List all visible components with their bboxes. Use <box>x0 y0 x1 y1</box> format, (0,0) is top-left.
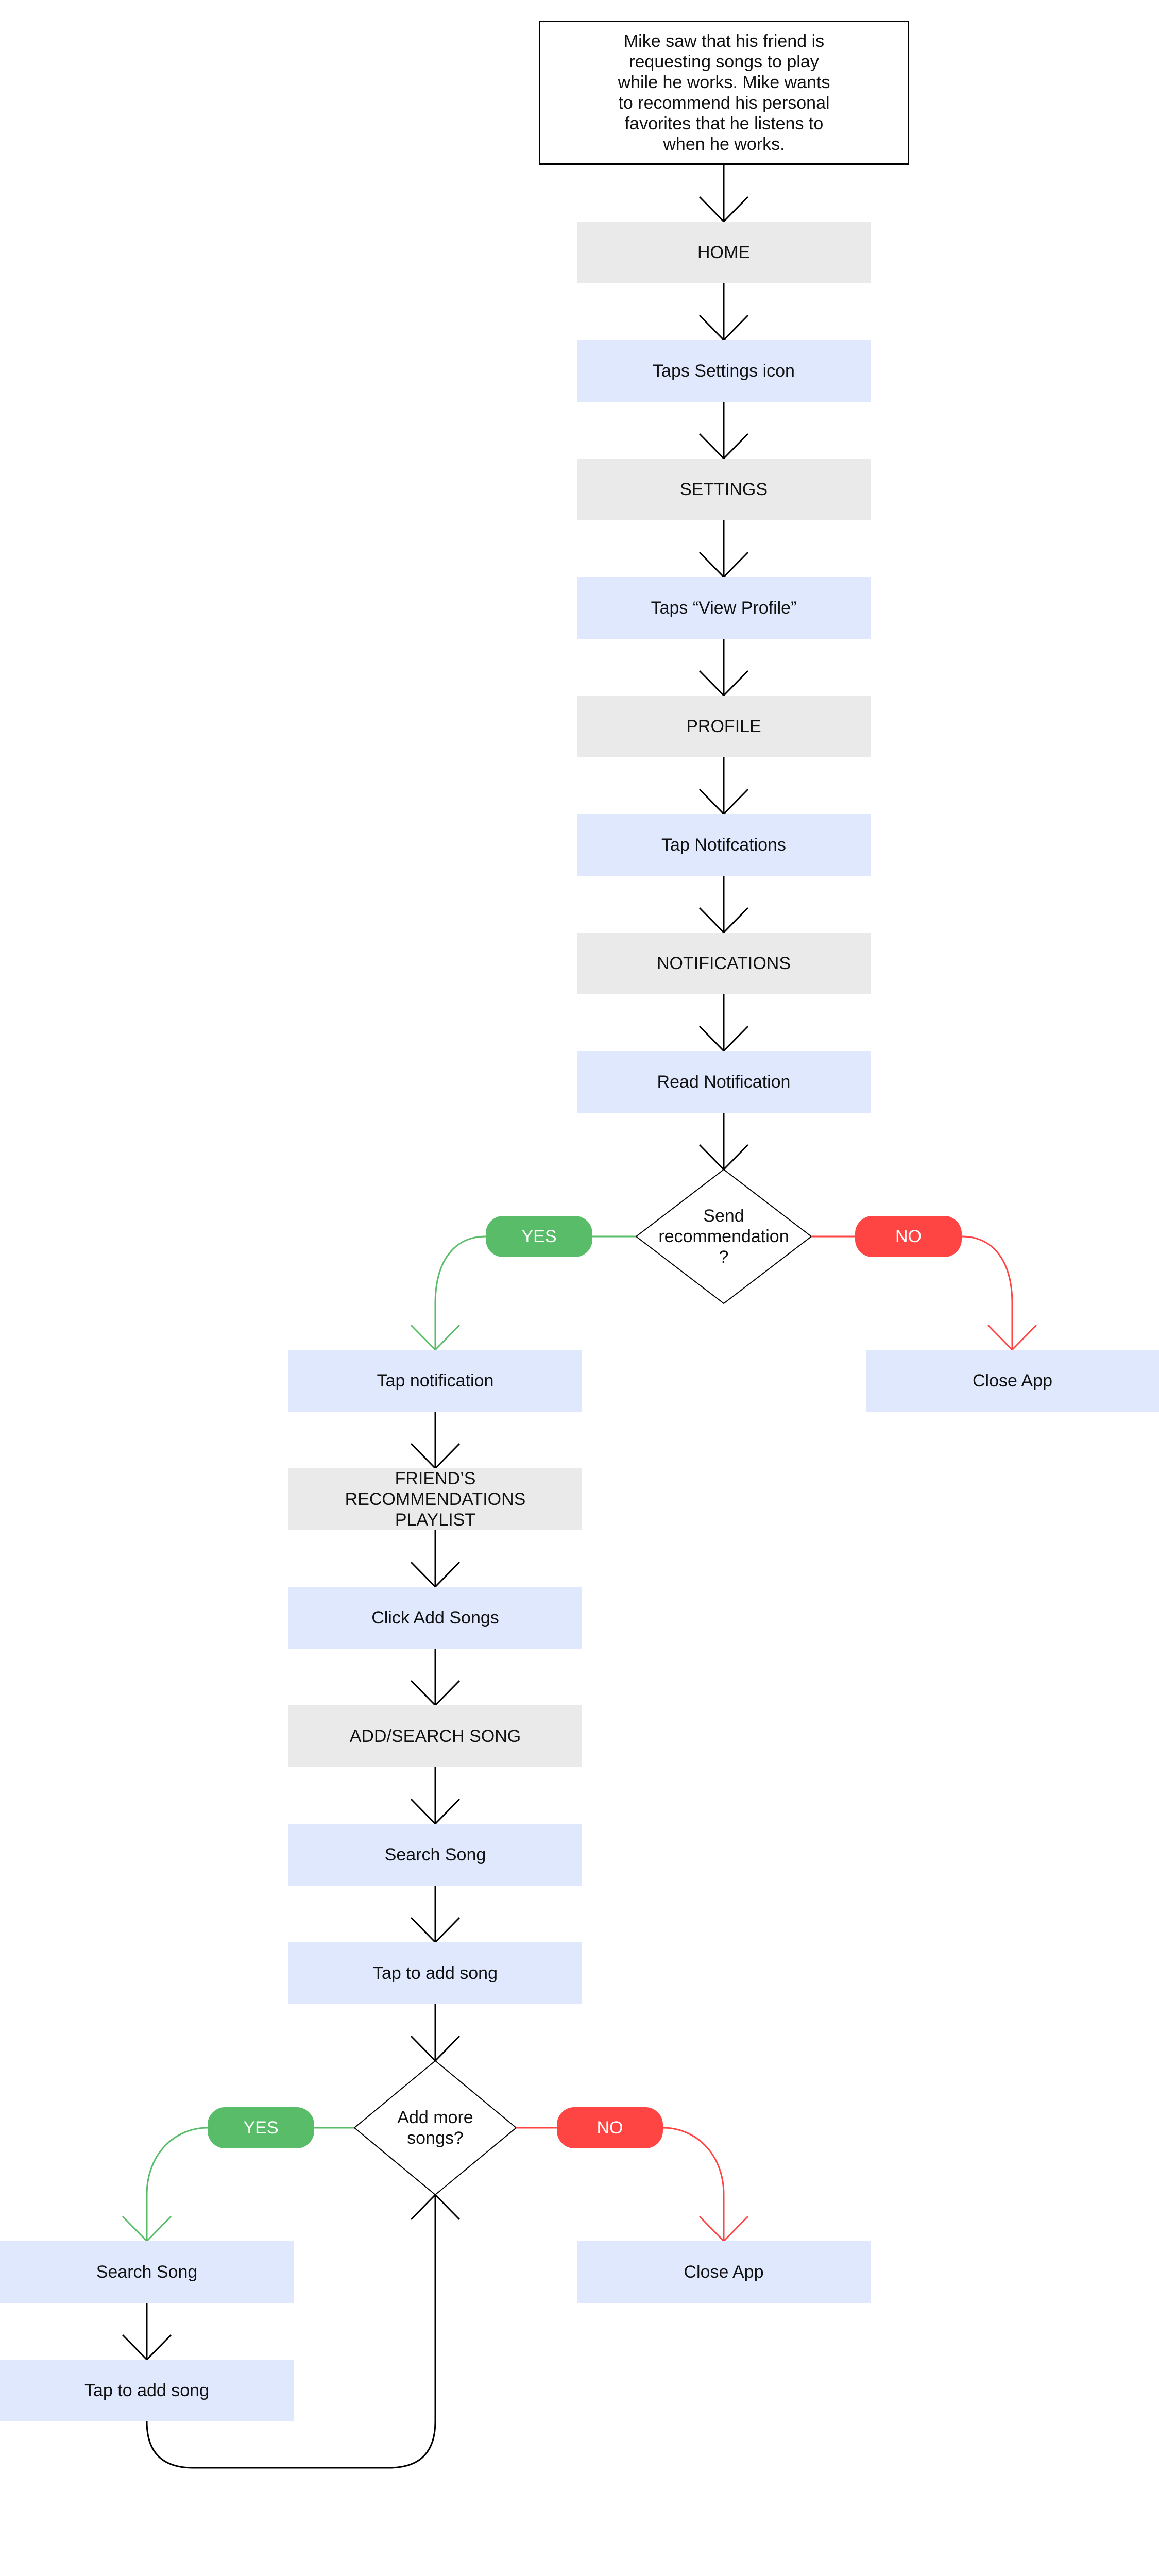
connectors <box>122 165 1037 2469</box>
node-search-song: Search Song <box>288 1824 582 1886</box>
node-loop-search-song: Search Song <box>0 2241 294 2303</box>
node-close-app-2: Close App <box>577 2241 871 2303</box>
node-settings: SETTINGS <box>577 459 871 520</box>
decision1-yes-badge: YES <box>486 1216 592 1257</box>
arrow-read-decision1 <box>698 1113 749 1171</box>
decision2-question: Add more songs? <box>397 2108 473 2148</box>
arrow-tap-notifications-notifications <box>698 876 749 934</box>
node-add-search-song: ADD/SEARCH SONG <box>288 1705 582 1767</box>
arrow-notifications-read <box>698 994 749 1053</box>
arrow-branch-3 <box>410 1649 461 1707</box>
loop-back-arrow <box>146 2193 461 2469</box>
arrow-branch-4 <box>410 1767 461 1825</box>
arrow-home-taps-settings <box>698 283 749 342</box>
node-taps-view-profile: Taps “View Profile” <box>577 577 871 639</box>
arrow-profile-tap-notifications <box>698 757 749 816</box>
arrow-intro-home <box>698 165 749 223</box>
node-tap-notifications: Tap Notifcations <box>577 814 871 876</box>
node-home: HOME <box>577 222 871 283</box>
arrow-loop-1 <box>122 2303 172 2361</box>
arrow-branch-decision2 <box>410 2004 461 2062</box>
arrow-branch-1 <box>410 1412 461 1470</box>
scenario-box: Mike saw that his friend is requesting s… <box>539 21 909 165</box>
decision1-question: Send recommendation ? <box>658 1206 789 1267</box>
decision1-diamond <box>635 1168 812 1304</box>
node-read-notification: Read Notification <box>577 1051 871 1113</box>
arrow-taps-settings-settings <box>698 402 749 460</box>
arrow-view-profile-profile <box>698 639 749 697</box>
node-loop-tap-to-add-song: Tap to add song <box>0 2360 294 2421</box>
arrow-settings-view-profile <box>698 520 749 579</box>
decision2-no-badge: NO <box>557 2107 663 2148</box>
scenario-text: Mike saw that his friend is requesting s… <box>618 31 830 154</box>
node-friends-playlist: FRIEND’S RECOMMENDATIONS PLAYLIST <box>288 1468 582 1530</box>
decision1-no-badge: NO <box>855 1216 962 1257</box>
arrow-branch-2 <box>410 1530 461 1588</box>
node-click-add-songs: Click Add Songs <box>288 1587 582 1649</box>
decision2-yes-badge: YES <box>208 2107 314 2148</box>
node-taps-settings-icon: Taps Settings icon <box>577 340 871 402</box>
node-tap-to-add-song: Tap to add song <box>288 1942 582 2004</box>
arrow-branch-5 <box>410 1886 461 1944</box>
node-close-app-1: Close App <box>866 1350 1159 1412</box>
node-notifications: NOTIFICATIONS <box>577 933 871 994</box>
node-profile: PROFILE <box>577 696 871 757</box>
node-tap-notification: Tap notification <box>288 1350 582 1412</box>
